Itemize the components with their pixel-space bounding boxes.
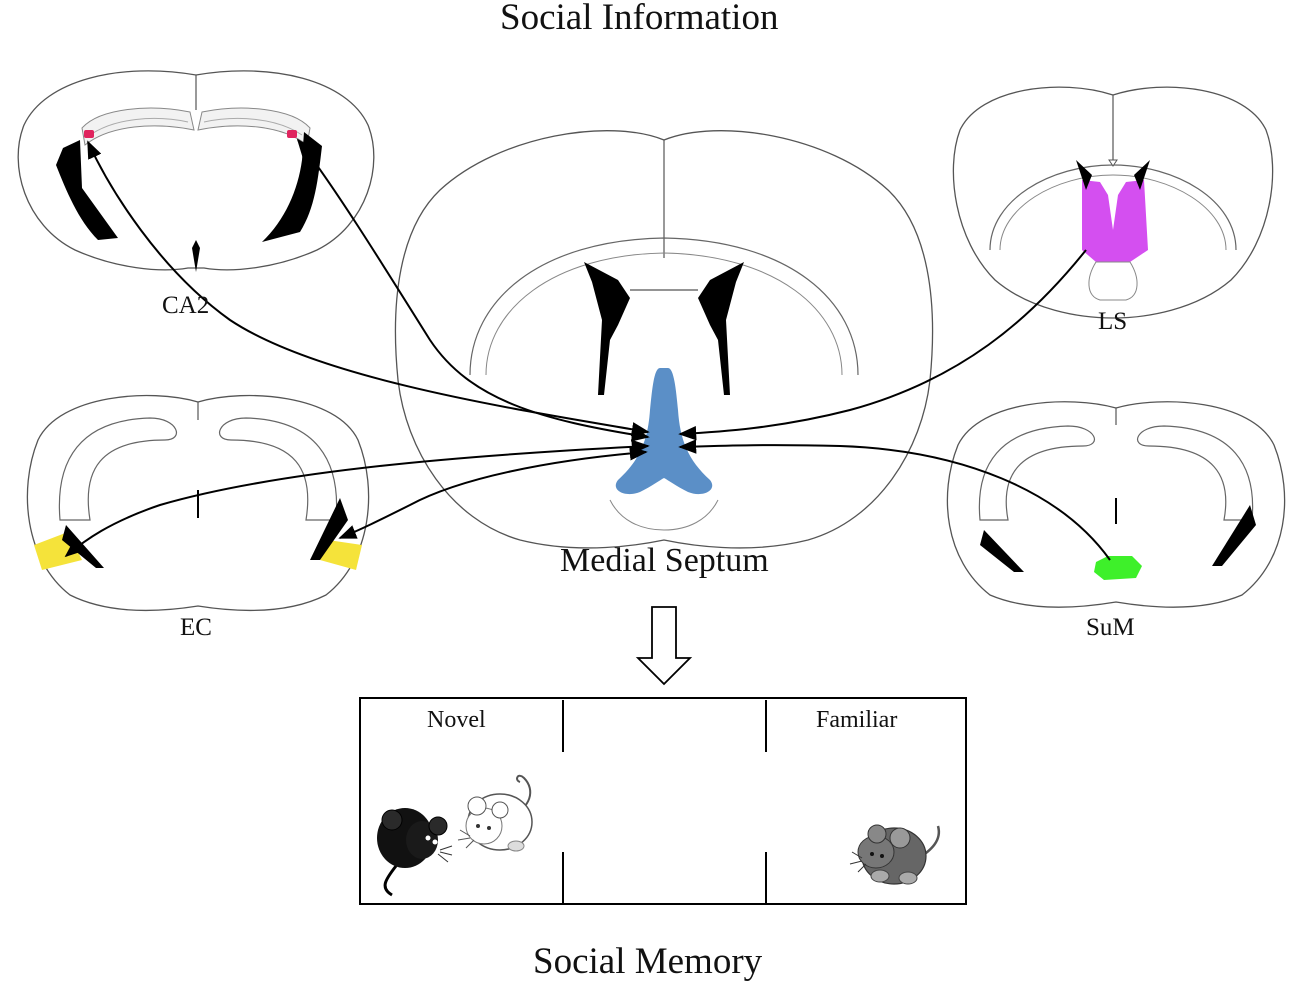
sum-brain-section (946, 401, 1286, 608)
white-mouse-icon (457, 774, 533, 852)
ls-section-outline (952, 86, 1274, 319)
sum-hippocampus-left (978, 425, 1095, 521)
label-ec: EC (180, 614, 212, 641)
sum-supramammillary-region (1094, 556, 1142, 580)
ec-brain-section (26, 394, 370, 612)
arrow-sum (678, 439, 1111, 561)
chamber-outline (359, 697, 967, 905)
arrow-ls (678, 249, 1087, 441)
ca2-hippocampus-left (81, 107, 195, 146)
title-social-memory: Social Memory (533, 941, 763, 982)
ls-ventricle-left (1076, 160, 1092, 190)
sum-black-left (980, 530, 1024, 572)
ls-ventral-septum (1088, 261, 1138, 301)
ca2-hippocampus-right (197, 107, 311, 146)
three-chamber-box (359, 697, 967, 905)
label-medial-septum: Medial Septum (560, 542, 769, 579)
down-hollow-arrow (635, 606, 693, 686)
ls-corpus-callosum-inner (999, 174, 1227, 251)
ls-septal-region (1082, 180, 1148, 262)
sum-hippocampus-right (1137, 425, 1254, 521)
ca2-highlight-right (287, 130, 297, 138)
gray-mouse-icon (849, 824, 941, 885)
label-sum: SuM (1086, 614, 1135, 641)
ca2-hippo-inner-left (89, 118, 189, 136)
arrow-ca2-right (296, 138, 650, 442)
central-brain-section (394, 130, 934, 549)
ca2-highlight-left (84, 130, 94, 138)
title-social-information: Social Information (500, 0, 779, 38)
central-ventricle-right (698, 262, 744, 395)
label-ls: LS (1098, 308, 1128, 335)
sum-black-right (1212, 505, 1256, 566)
black-mouse-icon (377, 808, 453, 897)
label-novel: Novel (427, 707, 486, 733)
connection-arrows (64, 138, 1111, 561)
arrow-ec-right (338, 446, 648, 539)
label-familiar: Familiar (816, 707, 898, 733)
ls-ventricle-right (1134, 160, 1150, 190)
ls-brain-section (952, 86, 1274, 319)
ca2-black-region-left (56, 140, 118, 240)
ls-small-notch (1108, 159, 1118, 167)
label-ca2: CA2 (162, 292, 210, 319)
